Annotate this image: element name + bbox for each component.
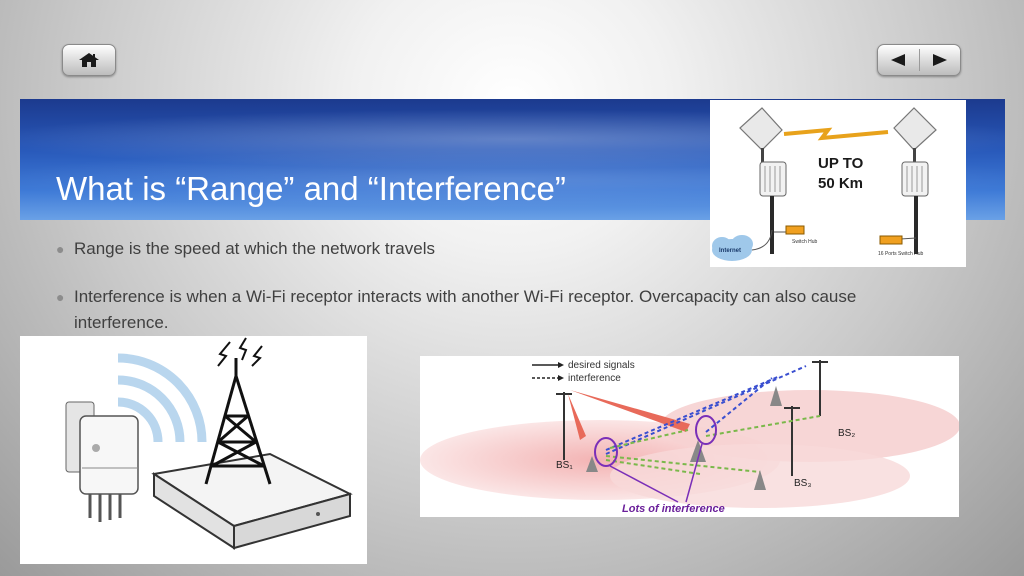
triangle-right-icon (932, 54, 947, 66)
signal-bolt-icon (217, 337, 263, 367)
diagram-legend: desired signals interference (532, 360, 635, 384)
home-button[interactable] (62, 44, 116, 76)
bullet-text: Interference is when a Wi-Fi receptor in… (74, 287, 857, 332)
range-callout-line1: UP TO (818, 155, 864, 172)
range-figure: UP TO 50 Km Switch Hub 16 Ports Switch H… (710, 100, 966, 267)
button-divider (918, 49, 920, 71)
switch-hub-label: Switch Hub (792, 239, 818, 245)
station-icon (586, 386, 782, 490)
bullet-item: ● Range is the speed at which the networ… (56, 236, 696, 262)
outdoor-unit-icon (901, 161, 929, 197)
interference-diagram: desired signals interference (420, 356, 959, 517)
wireless-link-icon (783, 127, 889, 141)
home-icon (79, 53, 99, 67)
legend-desired: desired signals (568, 360, 635, 371)
internet-cloud-icon (712, 235, 753, 261)
previous-slide-button[interactable] (878, 45, 919, 75)
triangle-left-icon (891, 54, 906, 66)
antenna-panel-icon (739, 107, 783, 151)
switch-hub-icon (785, 225, 805, 235)
station-label: BS₂ (838, 428, 855, 439)
interference-hotspot (594, 437, 618, 467)
bullet-text: Range is the speed at which the network … (74, 239, 435, 258)
wifi-waves-icon (117, 353, 207, 443)
desired-signal-arrows (568, 390, 690, 440)
access-point-icon (79, 415, 139, 495)
bullet-item: ● Interference is when a Wi-Fi receptor … (56, 284, 936, 336)
interference-lines (605, 365, 821, 475)
internet-label: Internet (719, 248, 741, 254)
bullet-dot-icon: ● (56, 289, 65, 305)
mast-icon (914, 196, 918, 254)
cable-icon (88, 494, 122, 522)
caption-pointer (609, 443, 703, 503)
prev-next-buttons (877, 44, 961, 76)
interference-hotspot (695, 415, 717, 445)
legend-interference: interference (568, 373, 621, 384)
base-station-mast (556, 360, 828, 476)
interference-caption: Lots of interference (622, 503, 725, 515)
station-label: BS₁ (556, 460, 573, 471)
radio-tower-icon (204, 358, 272, 485)
outdoor-unit-icon (759, 161, 787, 197)
slide-title: What is “Range” and “Interference” (56, 170, 566, 207)
next-slide-button[interactable] (920, 45, 961, 75)
range-callout-line2: 50 Km (818, 175, 863, 192)
switch-hub-icon (879, 235, 903, 245)
mast-icon (770, 196, 774, 254)
router-box-icon (151, 452, 353, 550)
router-tower-image (20, 336, 367, 564)
antenna-panel-icon (893, 107, 937, 151)
bullet-dot-icon: ● (56, 241, 65, 257)
switch-hub-label: 16 Ports Switch Hub (878, 251, 924, 257)
station-label: BS₃ (794, 478, 811, 489)
